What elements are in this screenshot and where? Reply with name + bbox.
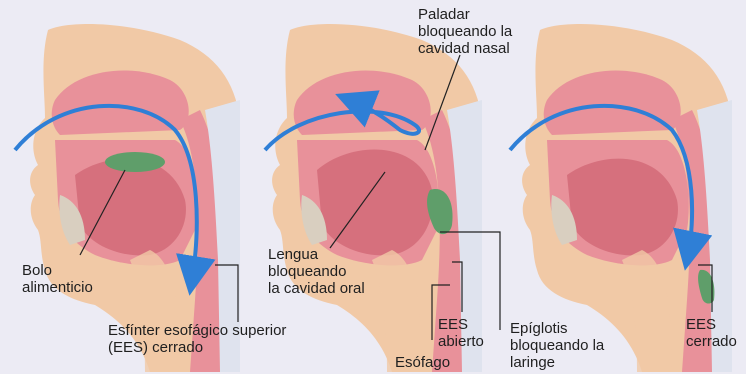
bolus-1 xyxy=(105,152,165,172)
label-ues-closed-left: Esfínter esofágico superior (EES) cerrad… xyxy=(108,322,286,356)
label-tongue: Lengua bloqueando la cavidad oral xyxy=(268,246,365,297)
label-ues-open: EES abierto xyxy=(438,316,484,350)
label-ues-closed-right: EES cerrado xyxy=(686,316,737,350)
label-epiglottis: Epíglotis bloqueando la laringe xyxy=(510,320,604,371)
panel-1 xyxy=(15,24,240,372)
label-bolus: Bolo alimenticio xyxy=(22,262,93,296)
label-esophagus: Esófago xyxy=(395,354,450,371)
label-palate: Paladar bloqueando la cavidad nasal xyxy=(418,6,512,57)
tongue-2 xyxy=(317,150,433,256)
